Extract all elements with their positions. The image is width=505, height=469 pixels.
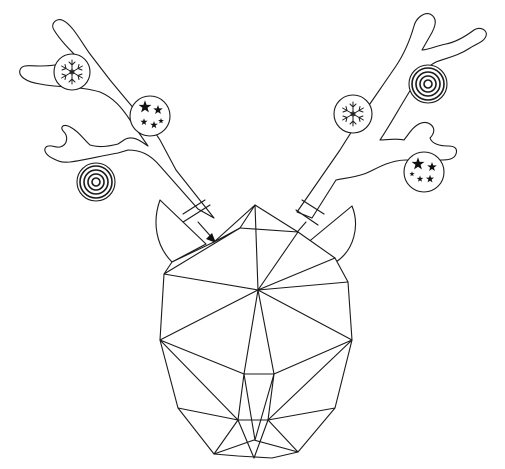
ornament-stars-left <box>130 96 170 136</box>
ornament-rings-right <box>409 65 447 103</box>
left-antler <box>20 20 216 243</box>
ornament-snowflake-left <box>54 54 90 90</box>
ornament-rings-left <box>77 163 115 201</box>
ornament-stars-right <box>404 152 444 192</box>
ornament-snowflake-right <box>334 95 372 133</box>
right-antler <box>289 14 486 241</box>
